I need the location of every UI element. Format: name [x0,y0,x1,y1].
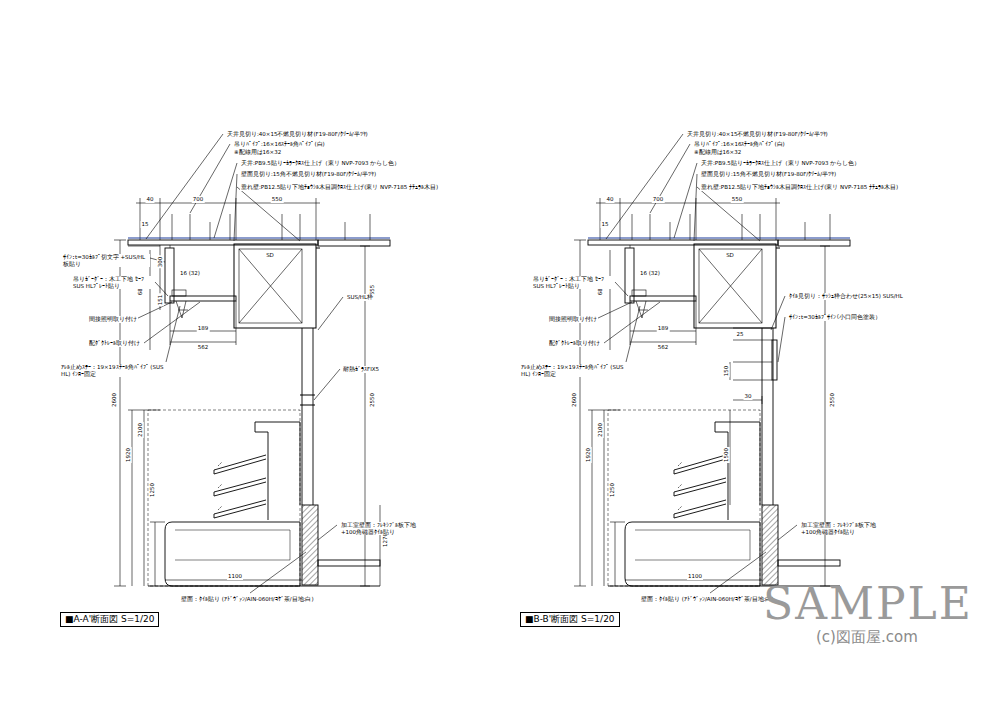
callout-note: 配ﾀﾞｸﾄﾚｰﾙ取り付け [548,340,601,347]
callout-note: 間接照明取り付け [88,316,138,323]
dimension-text: 15 [141,221,150,228]
dimension-text: 550 [731,196,744,203]
section-title: ■A-A'断面図 S=1/20 [60,612,159,627]
callout-note: 垂れ壁:PB12.5貼り下地ﾁｮｳｼﾙ木目調ｸﾛｽ仕上げ(東リ NVP-7185… [700,184,899,191]
callout-note: ｻｲﾝ：t=30ｶﾙﾌﾟｻｲﾝ（小口同色塗装） [788,314,882,321]
callout-note: ｱﾚﾙ止めｽﾃｰ：19×19ｽﾁｰﾙ角ﾊﾟｲﾌﾟ (SUS HL) ｲﾝﾛｰ固定 [60,364,166,377]
dimension-text: 150 [723,365,730,378]
callout-note: 天井:PB9.5貼りｰｶﾗｰｸﾛｽ仕上げ（東リ NVP-7093 からし色） [240,160,401,167]
dimension-text: 1100 [687,573,703,580]
callout-note: 耐熱ｶﾞﾗｽFIX5 [342,366,380,373]
dimension-text: 1500 [723,447,730,463]
callout-note: 吊りﾊﾟｲﾌﾟ:16×16ｽﾁｰﾙ角ﾊﾟｲﾌﾟ(白) [693,141,786,148]
callout-note: 加工室壁面：ﾌﾚｷｼﾌﾞﾙ板下地 +100角磁器ﾀｲﾙ貼り [800,522,884,535]
section-b-extra [610,250,785,505]
dimension-text: 1250 [609,482,616,498]
dimension-text: 151 [157,294,164,307]
dimension-text: 2550 [829,392,836,408]
callout-note: 配ﾀﾞｸﾄﾚｰﾙ取り付け [88,340,141,347]
dimension-text: 25 [736,331,745,338]
dimension-text: 562 [657,344,670,351]
watermark: SAMPLE [762,578,974,631]
callout-note: 吊りｶﾞｰﾀﾞｰ：木工下地 ｾｰﾌ SUS HLﾌﾟﾚｰﾄ貼り [72,276,154,289]
callout-note: ※配線用は16×32 [693,149,742,156]
dimension-text: 16 (32) [639,270,661,277]
callout-note: 壁面：ﾀｲﾙ貼り (ｱﾄﾞｳﾞｧﾝ/AIN-060H/ｺｹﾞ茶/目地:白) [180,596,332,603]
section-title: ■B-B'断面図 S=1/20 [520,612,620,627]
dimension-text: 30 [744,393,753,400]
callout-note: SUS/HL枠 [346,294,374,301]
dimension-text: 2600 [111,392,118,408]
callout-note: 間接照明取り付け [548,316,598,323]
dimension-text: 1100 [227,573,243,580]
dimension-text: 2100 [597,422,604,438]
dimension-text: 15 [601,221,610,228]
dimension-text: 2600 [571,392,578,408]
dimension-text: 562 [197,344,210,351]
dimension-text: 1920 [125,447,132,463]
callout-note: 天井見切り:40×15不燃見切り材(F19-80F/ｸﾘｰﾑ/半ﾂﾔ) [226,131,369,138]
dimension-text: 40 [606,196,615,203]
dimension-text: 1920 [585,447,592,463]
watermark: (c)図面屋.com [815,628,919,646]
dimension-text: 300 [157,256,164,269]
dimension-text: SD [725,252,735,259]
dimension-text: 700 [192,196,205,203]
callout-note: 天井見切り:40×15不燃見切り材(F19-80F/ｸﾘｰﾑ/半ﾂﾔ) [686,131,829,138]
callout-note: ﾀｲﾙ見切り：ｻｯｼｭ枠合わせ(25×15) SUS/HL [788,293,904,300]
dimension-text: 189 [197,325,210,332]
dimension-text: 550 [271,196,284,203]
dimension-text: 2550 [369,392,376,408]
dimension-text: 16 (32) [179,270,201,277]
dimension-text: 1250 [149,482,156,498]
callout-note: 加工室壁面：ﾌﾚｷｼﾌﾞﾙ板下地 +100角磁器ﾀｲﾙ貼り [340,522,424,535]
dimension-text: 700 [652,196,665,203]
callout-note: 壁面見切り:15角不燃見切り材(F19-80F/ｸﾘｰﾑ/半ﾂﾔ) [700,171,837,178]
callout-note: ※配線用は16×32 [233,149,282,156]
callout-note: 吊りﾊﾟｲﾌﾟ:16×16ｽﾁｰﾙ角ﾊﾟｲﾌﾟ(白) [233,141,326,148]
dimension-text: 189 [657,325,670,332]
callout-note: ｱﾚﾙ止めｽﾃｰ：19×19ｽﾁｰﾙ角ﾊﾟｲﾌﾟ (SUS HL) ｲﾝﾛｰ固定 [520,364,626,377]
callout-note: 吊りｶﾞｰﾀﾞｰ：木工下地 ｾｰﾌ SUS HLﾌﾟﾚｰﾄ貼り [532,276,614,289]
callout-note: 壁面見切り:15角不燃見切り材(F19-80F/ｸﾘｰﾑ/半ﾂﾔ) [240,171,377,178]
dimension-text: SD [265,252,275,259]
dimension-text: 2100 [137,422,144,438]
callout-note: 天井:PB9.5貼りｰｶﾗｰｸﾛｽ仕上げ（東リ NVP-7093 からし色） [700,160,861,167]
callout-note: 垂れ壁:PB12.5貼り下地ﾁｮｳｼﾙ木目調ｸﾛｽ仕上げ(東リ NVP-7185… [240,184,439,191]
dimension-text: 40 [146,196,155,203]
callout-note: ｻｲﾝ：t=30ｶﾙﾌﾟ切文字 +SUS/HL板貼り [62,254,150,267]
